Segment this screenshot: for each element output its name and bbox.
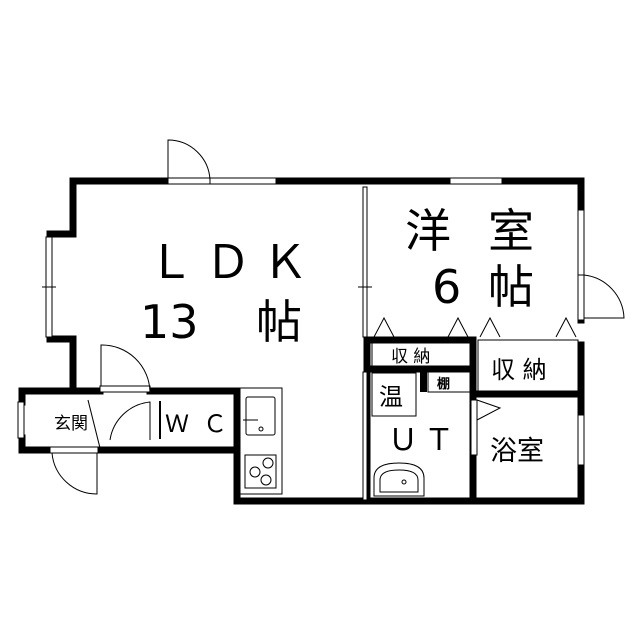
ldk-size-unit: 帖 (256, 295, 302, 349)
bathroom-label: 浴室 (490, 436, 544, 467)
fixtures (239, 387, 425, 497)
entrance-label: 玄関 (54, 414, 88, 434)
bedroom-label-2: 室 (488, 204, 534, 258)
shelf-label: 棚 (437, 376, 450, 392)
stove-icon (244, 454, 277, 489)
storage-label-2: 収 納 (491, 356, 547, 384)
sink-icon (245, 396, 276, 436)
doors (49, 139, 625, 495)
water-heater-label: 温 (379, 383, 403, 411)
ldk-size-number: 13 (140, 295, 199, 349)
closet-markers (371, 316, 579, 417)
storage-label-1: 収 納 (391, 347, 430, 367)
ldk-label: ＬＤＫ (148, 235, 308, 289)
bedroom-size-unit: 帖 (488, 260, 534, 314)
bedroom-size-number: 6 (432, 260, 461, 314)
toilet-label: ＷＣ (165, 410, 227, 438)
bedroom-label-1: 洋 (405, 204, 451, 258)
washbasin-icon (373, 462, 425, 497)
utility-label: ＵＴ (388, 423, 454, 458)
kitchen-counter (239, 387, 283, 495)
